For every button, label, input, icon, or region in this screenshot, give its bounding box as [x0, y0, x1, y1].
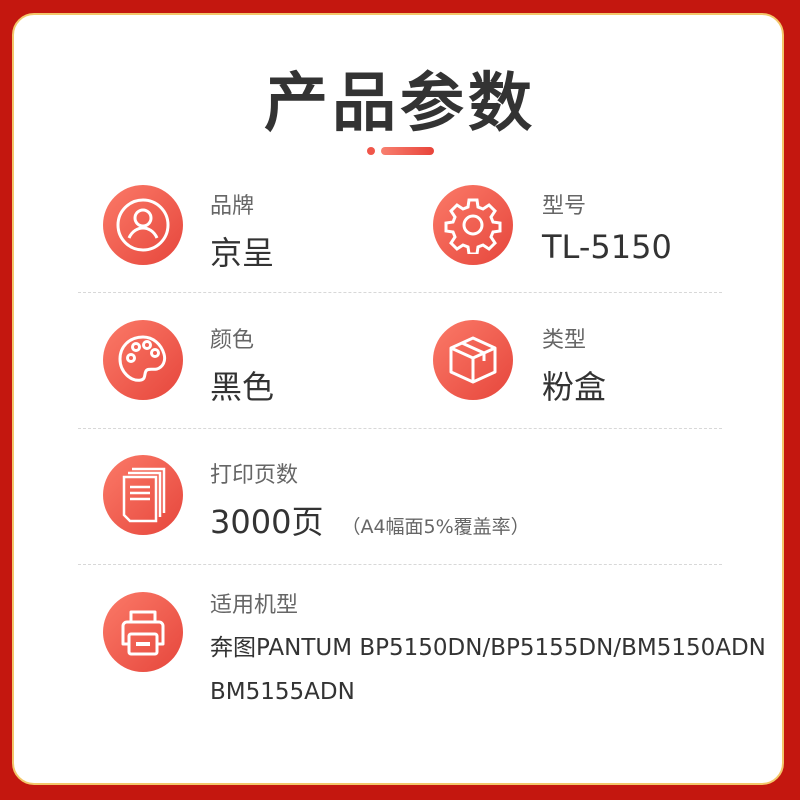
page-title: 产品参数 — [264, 67, 536, 141]
pages-icon — [103, 455, 183, 535]
brand-label: 品牌 — [210, 194, 255, 219]
compatible-models-label: 适用机型 — [210, 593, 299, 618]
compatible-models-value: 奔图PANTUM BP5150DN/BP5155DN/BM5150ADN BM51… — [210, 626, 766, 714]
pages-value: 3000页 （A4幅面5%覆盖率） — [210, 497, 530, 543]
divider — [78, 564, 722, 565]
type-value: 粉盒 — [542, 368, 607, 406]
brand-value: 京呈 — [210, 234, 275, 272]
printer-icon — [103, 592, 183, 672]
palette-icon — [103, 320, 183, 400]
models-line-2: BM5155ADN — [210, 679, 355, 705]
model-value: TL-5150 — [542, 228, 672, 266]
divider — [78, 428, 722, 429]
pages-count: 3000页 — [210, 503, 324, 541]
pages-note: （A4幅面5%覆盖率） — [341, 516, 530, 538]
color-label: 颜色 — [210, 328, 255, 353]
title-decoration-dot — [367, 147, 375, 155]
type-label: 类型 — [542, 328, 587, 353]
models-line-1: 奔图PANTUM BP5150DN/BP5155DN/BM5150ADN — [210, 635, 766, 661]
model-label: 型号 — [542, 194, 587, 219]
color-value: 黑色 — [210, 368, 275, 406]
pages-label: 打印页数 — [210, 463, 299, 488]
gear-icon — [433, 185, 513, 265]
title-decoration-bar — [381, 147, 434, 155]
divider — [78, 292, 722, 293]
user-icon — [103, 185, 183, 265]
box-icon — [433, 320, 513, 400]
